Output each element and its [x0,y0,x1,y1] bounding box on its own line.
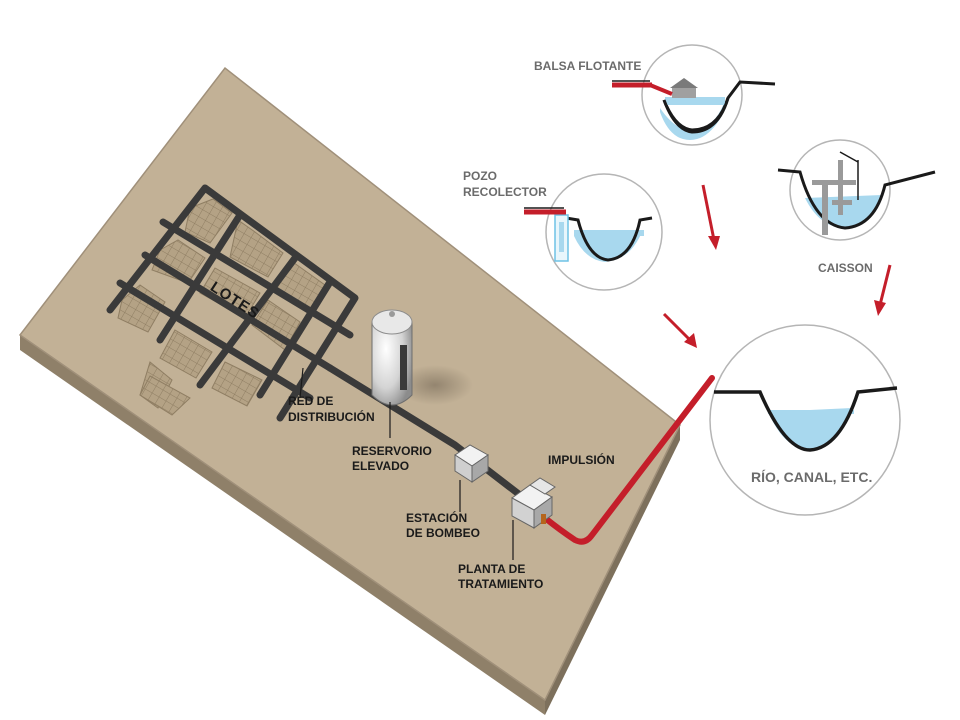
red-distribucion-label-2: DISTRIBUCIÓN [288,409,375,424]
treatment-plant [511,477,556,529]
lot [184,198,233,244]
reservorio-label-2: ELEVADO [352,459,409,473]
pump-station [454,444,489,483]
elevated-reservoir [371,309,473,406]
lot [211,361,263,407]
lot [139,375,191,416]
distribution-network [106,184,549,519]
balsa-flotante-inset [612,44,776,146]
impulsion-label: IMPULSIÓN [548,452,615,467]
pozo-label-2: RECOLECTOR [463,185,547,199]
lots-grid [117,198,326,416]
balsa-flotante-label: BALSA FLOTANTE [534,59,641,73]
red-distribucion-label-1: RED DE [288,394,333,408]
impulsion-pipe [542,375,715,545]
caisson-inset [777,139,936,241]
lot [117,284,166,333]
reservorio-label-1: RESERVORIO [352,444,432,458]
caisson-label: CAISSON [818,261,873,275]
rio-inset [709,324,901,516]
lot [229,219,284,278]
arrows [662,184,892,348]
estacion-label-1: ESTACIÓN [406,510,467,525]
planta-label-1: PLANTA DE [458,562,525,576]
rio-label: RÍO, CANAL, ETC. [751,469,872,485]
leader-lines [299,367,514,560]
estacion-label-2: DE BOMBEO [406,526,480,540]
pozo-recolector-inset [524,173,663,291]
lot [159,329,213,379]
lot [151,239,206,284]
planta-label-2: TRATAMIENTO [458,577,543,591]
ground-slab [18,66,681,715]
pozo-label-1: POZO [463,169,497,183]
